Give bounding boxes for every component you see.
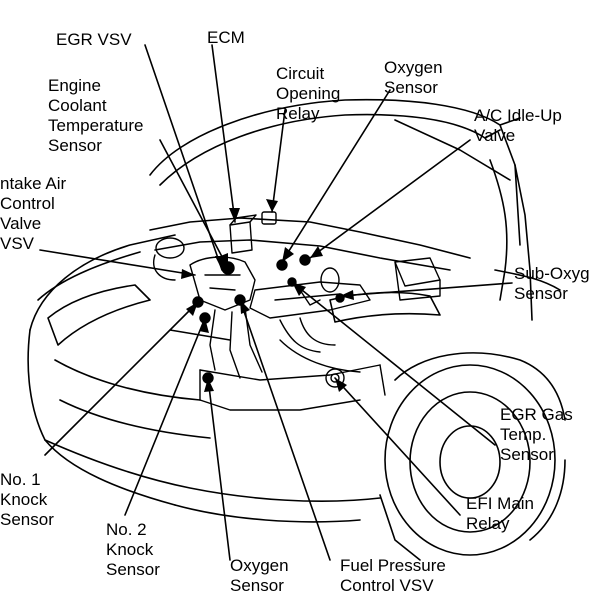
- label-circuit-opening-relay: Circuit Opening Relay: [276, 64, 341, 123]
- label-oxygen-sensor-top: Oxygen Sensor: [384, 58, 443, 97]
- leader-oxygen-bottom: [207, 377, 231, 561]
- leader-no1-knock: [44, 301, 199, 456]
- label-engine-coolant-temperature-sensor: Engine Coolant Temperature Sensor: [48, 76, 144, 155]
- leader-efi-main-relay: [334, 377, 461, 516]
- leader-lines: [39, 44, 513, 561]
- label-ecm: ECM: [207, 28, 245, 47]
- leader-egr-gas-temp: [291, 281, 496, 446]
- label-no1-knock-sensor: No. 1 Knock Sensor: [0, 470, 54, 529]
- leader-fuel-pressure-vsv: [239, 299, 331, 561]
- leader-oxygen-sensor-top: [281, 89, 391, 263]
- leader-ecm: [211, 44, 236, 223]
- leader-intake-air-vsv: [39, 249, 196, 276]
- label-egr-gas-temp-sensor: EGR Gas Temp. Sensor: [500, 405, 573, 464]
- leader-ac-idle-up: [309, 139, 471, 259]
- label-sub-oxygen-sensor: Sub-Oxyg Sensor: [514, 264, 590, 303]
- car-body-outline: [27, 98, 566, 561]
- label-oxygen-sensor-bottom: Oxygen Sensor: [230, 556, 289, 593]
- engine-components: [153, 211, 441, 411]
- leader-sub-oxygen: [339, 282, 513, 297]
- label-no2-knock-sensor: No. 2 Knock Sensor: [106, 520, 160, 579]
- leader-coolant-temp: [159, 139, 229, 269]
- label-ac-idle-up-valve: A/C Idle-Up Valve: [474, 106, 562, 145]
- label-efi-main-relay: EFI Main Relay: [466, 494, 535, 533]
- leader-circuit-opening-relay: [271, 109, 286, 213]
- leader-no2-knock: [124, 317, 206, 516]
- leader-arrowheads: [181, 199, 354, 392]
- label-intake-air-control-valve-vsv: ntake Air Control Valve VSV: [0, 174, 67, 253]
- label-egr-vsv: EGR VSV: [56, 30, 132, 49]
- label-fuel-pressure-control-vsv: Fuel Pressure Control VSV: [340, 556, 446, 593]
